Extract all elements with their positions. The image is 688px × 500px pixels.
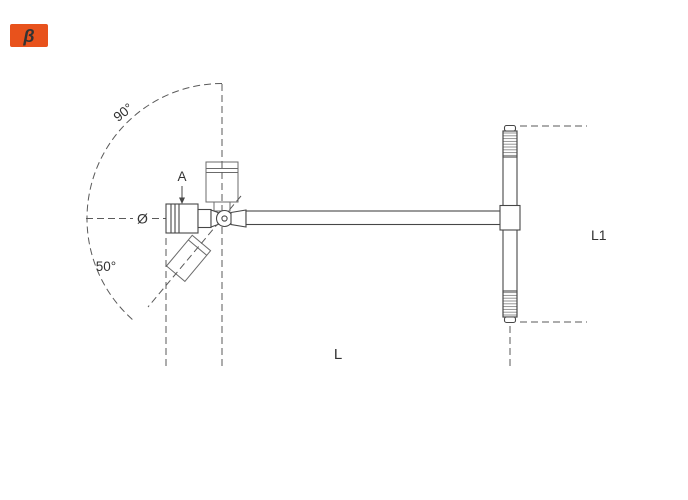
label-diameter-symbol: Ø — [137, 211, 148, 227]
a-dimension-pointer — [179, 186, 185, 204]
socket-neck — [197, 208, 212, 229]
label-overall-length: L — [334, 346, 342, 363]
universal-joint-pin — [221, 215, 228, 222]
brand-logo: β — [10, 24, 48, 47]
joint-yoke-right — [230, 209, 247, 228]
joint-yoke-left — [210, 209, 219, 228]
label-socket-size: A — [177, 169, 186, 184]
handle-end-cap-bottom — [503, 316, 517, 324]
knurl-band-top — [502, 130, 518, 158]
handle-center-boss — [499, 204, 521, 231]
swivel-socket-assembly — [165, 203, 247, 234]
label-swivel-angle-max: 90° — [111, 100, 136, 124]
universal-joint-ball — [215, 209, 234, 228]
brand-logo-glyph: β — [22, 26, 34, 46]
handle-end-cap-top — [503, 124, 517, 132]
label-swivel-angle-min: 50° — [96, 259, 116, 274]
knurl-band-bottom — [502, 290, 518, 318]
label-handle-length: L1 — [591, 227, 607, 243]
brand-logo-background — [10, 24, 48, 47]
t-handle — [499, 124, 521, 324]
swivel-range-arc — [86, 83, 223, 323]
drive-shaft — [245, 210, 504, 226]
